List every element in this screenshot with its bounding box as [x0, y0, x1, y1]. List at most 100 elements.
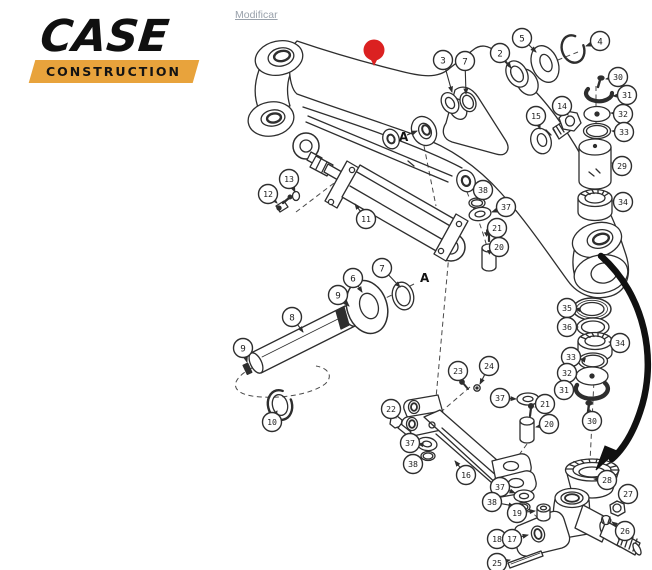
callout-21[interactable]: 21: [534, 393, 556, 415]
svg-text:3: 3: [440, 55, 446, 66]
part-axle-beam: [247, 39, 630, 299]
callout-33[interactable]: 33: [611, 121, 635, 143]
callout-20[interactable]: 20: [486, 236, 510, 258]
callout-24[interactable]: 24: [478, 355, 500, 385]
svg-text:34: 34: [618, 197, 628, 207]
callout-17[interactable]: 17: [501, 528, 529, 550]
callout-37[interactable]: 37: [399, 432, 424, 454]
svg-text:6: 6: [350, 273, 356, 284]
svg-text:31: 31: [559, 385, 569, 395]
svg-text:A: A: [399, 130, 409, 144]
callout-33[interactable]: 33: [560, 346, 586, 368]
svg-text:22: 22: [386, 404, 396, 414]
callout-30[interactable]: 30: [581, 409, 603, 432]
svg-text:35: 35: [562, 303, 572, 313]
callout-21[interactable]: 21: [483, 217, 508, 239]
callout-37[interactable]: 37: [489, 387, 517, 409]
modify-link[interactable]: Modificar: [235, 9, 278, 21]
part-pivot-pin-lower: [242, 279, 415, 422]
callout-8[interactable]: 8: [281, 306, 304, 333]
svg-text:A: A: [420, 271, 430, 285]
callout-18[interactable]: 18: [486, 528, 508, 550]
callout-5[interactable]: 5: [511, 27, 537, 53]
svg-text:9: 9: [335, 290, 341, 301]
callout-11[interactable]: 11: [354, 203, 377, 230]
callout-32[interactable]: 32: [610, 103, 634, 125]
svg-text:7: 7: [379, 263, 385, 274]
callout-2[interactable]: 2: [489, 42, 512, 69]
callout-14[interactable]: 14: [551, 95, 573, 117]
callout-16[interactable]: 16: [454, 460, 477, 486]
part-steering-link: [389, 379, 540, 498]
svg-text:20: 20: [494, 242, 504, 252]
callout-32[interactable]: 32: [556, 362, 578, 384]
svg-text:24: 24: [484, 361, 494, 371]
svg-text:7: 7: [462, 56, 468, 67]
callout-12[interactable]: 12: [257, 183, 279, 205]
callout-35[interactable]: 35: [556, 297, 581, 319]
callout-7[interactable]: 7: [454, 50, 476, 95]
callout-34[interactable]: 34: [608, 332, 631, 354]
callout-34[interactable]: 34: [612, 191, 634, 213]
callout-23[interactable]: 23: [447, 360, 469, 382]
svg-text:34: 34: [615, 338, 625, 348]
callout-6[interactable]: 6: [342, 267, 364, 293]
callout-38[interactable]: 38: [472, 179, 494, 201]
part-kingpin-bearing-stack: [572, 297, 613, 414]
callout-10[interactable]: 10: [261, 410, 283, 433]
callout-38[interactable]: 38: [402, 453, 424, 475]
callout-4[interactable]: 4: [585, 30, 611, 52]
svg-text:29: 29: [617, 161, 627, 171]
callout-15[interactable]: 15: [525, 105, 547, 130]
svg-text:30: 30: [587, 416, 597, 426]
callout-7[interactable]: 7: [371, 257, 401, 288]
svg-text:5: 5: [519, 33, 525, 44]
svg-text:18: 18: [492, 534, 502, 544]
callout-13[interactable]: 13: [278, 168, 300, 193]
callout-31[interactable]: 31: [612, 84, 638, 106]
callout-9[interactable]: 9: [327, 284, 350, 307]
callout-25[interactable]: 25: [486, 552, 511, 570]
svg-text:21: 21: [492, 223, 502, 233]
svg-text:31: 31: [622, 90, 632, 100]
part-bolt-and-washer: [530, 110, 582, 155]
selected-part-marker[interactable]: [363, 39, 385, 67]
callout-30[interactable]: 30: [605, 66, 629, 88]
svg-text:37: 37: [495, 482, 505, 492]
svg-text:8: 8: [289, 312, 295, 323]
svg-text:36: 36: [562, 322, 572, 332]
callout-26[interactable]: 26: [611, 520, 636, 542]
view-label-A: A: [420, 271, 430, 285]
svg-text:17: 17: [507, 534, 517, 544]
svg-text:27: 27: [623, 489, 633, 499]
callout-9[interactable]: 9: [232, 337, 254, 363]
callout-22[interactable]: 22: [380, 398, 402, 420]
callout-31[interactable]: 31: [553, 379, 576, 401]
svg-text:38: 38: [487, 497, 497, 507]
svg-text:20: 20: [544, 419, 554, 429]
part-pivot-pin-stack-upper: [577, 75, 615, 222]
callout-38[interactable]: 38: [481, 491, 515, 513]
svg-text:32: 32: [562, 368, 572, 378]
part-center-washer-stack: [468, 197, 497, 272]
svg-text:37: 37: [405, 438, 415, 448]
callout-28[interactable]: 28: [593, 469, 618, 491]
callout-27[interactable]: 27: [617, 483, 639, 505]
svg-text:30: 30: [613, 72, 623, 82]
svg-text:14: 14: [557, 101, 567, 111]
svg-text:33: 33: [619, 127, 629, 137]
callout-19[interactable]: 19: [506, 502, 536, 524]
callout-20[interactable]: 20: [535, 413, 560, 435]
callout-37[interactable]: 37: [491, 196, 517, 218]
svg-text:33: 33: [566, 352, 576, 362]
svg-text:23: 23: [453, 366, 463, 376]
callout-3[interactable]: 3: [432, 49, 454, 93]
svg-text:19: 19: [512, 508, 522, 518]
svg-text:16: 16: [461, 470, 471, 480]
callout-29[interactable]: 29: [611, 155, 633, 177]
svg-text:11: 11: [361, 214, 371, 224]
callout-36[interactable]: 36: [556, 316, 579, 338]
svg-text:21: 21: [540, 399, 550, 409]
svg-text:9: 9: [240, 343, 246, 354]
svg-text:12: 12: [263, 189, 273, 199]
